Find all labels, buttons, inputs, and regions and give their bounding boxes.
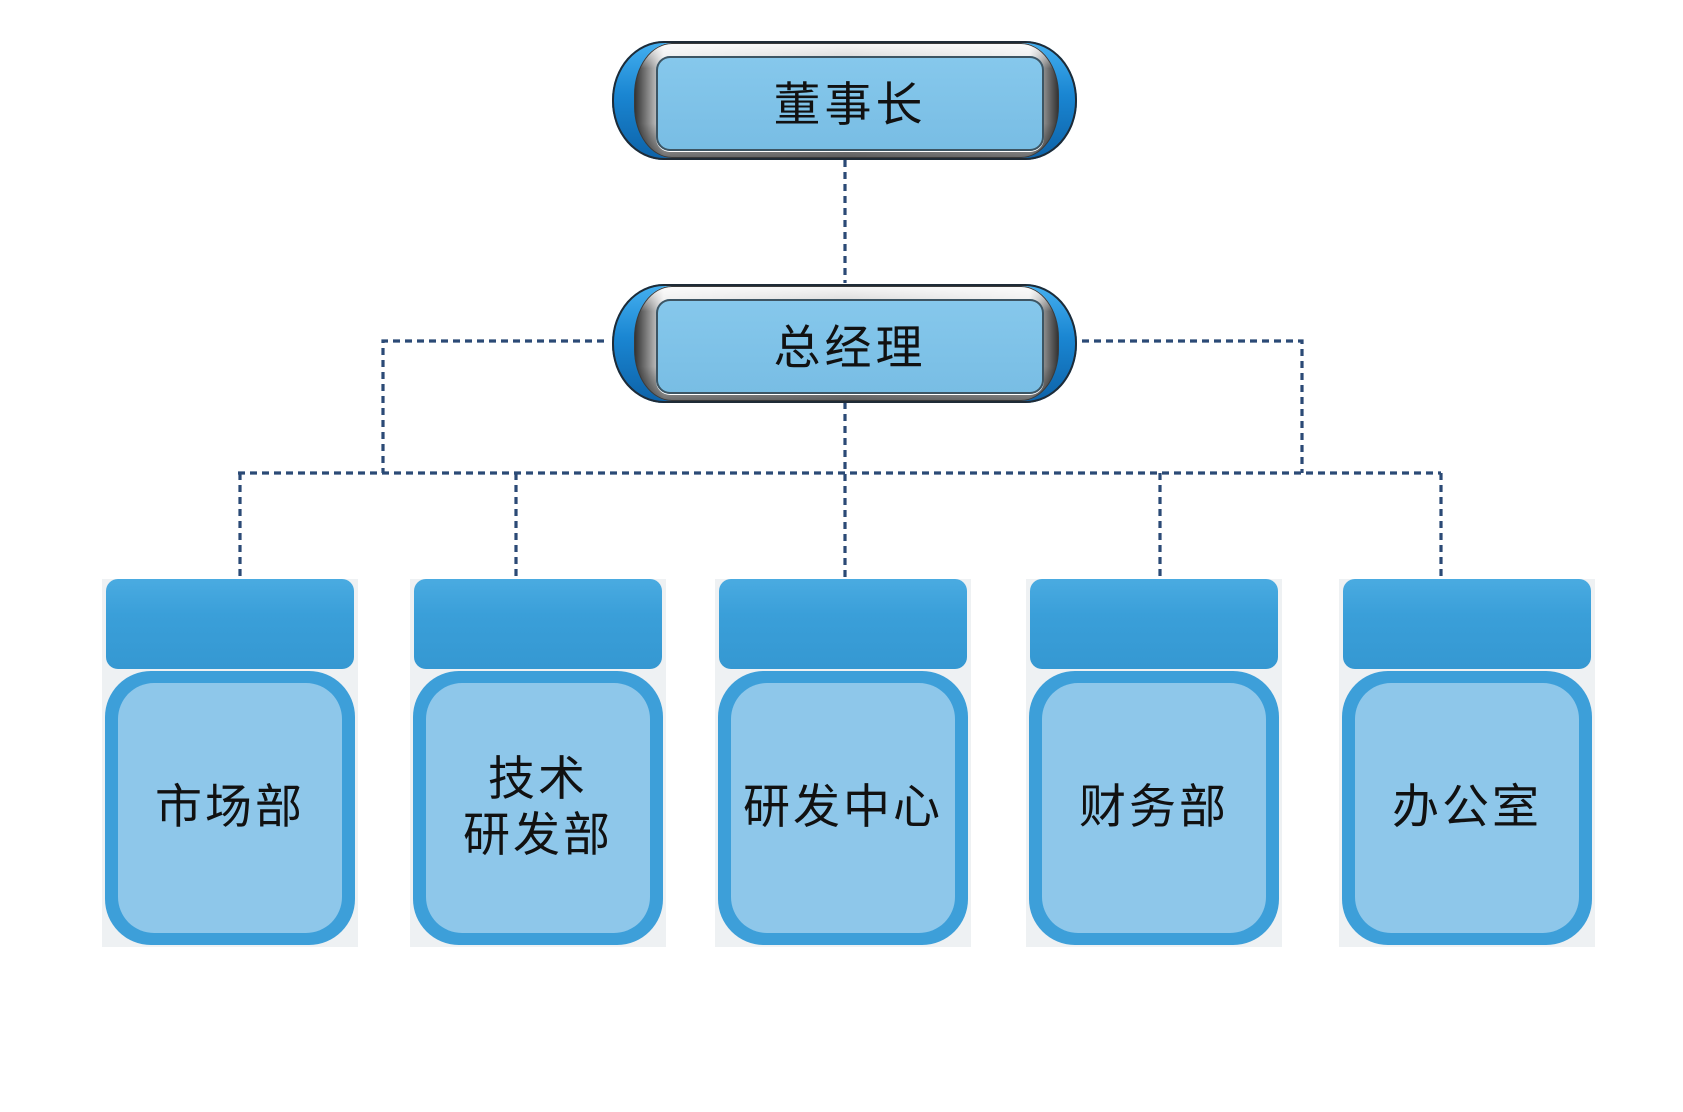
- chairman-label: 董事长: [773, 78, 927, 133]
- department-panel: 技术 研发部: [426, 683, 650, 933]
- department-header: [106, 579, 354, 669]
- department-body: 办公室: [1342, 671, 1592, 945]
- department-label: 市场部: [155, 780, 305, 835]
- department-node-tech-rd: 技术 研发部: [410, 579, 666, 947]
- department-body: 市场部: [105, 671, 355, 945]
- department-label: 研发中心: [743, 780, 943, 835]
- department-node-office: 办公室: [1339, 579, 1595, 947]
- chairman-node-inner: 董事长: [656, 56, 1044, 151]
- department-label: 财务部: [1079, 780, 1229, 835]
- department-label-line-2: 研发部: [463, 808, 613, 863]
- department-panel: 市场部: [118, 683, 342, 933]
- connector-gm-right-branch: [1082, 339, 1304, 473]
- department-body: 财务部: [1029, 671, 1279, 945]
- department-header: [414, 579, 662, 669]
- department-label-line-1: 技术: [488, 752, 588, 807]
- general-manager-node: 总经理: [612, 284, 1077, 403]
- department-panel: 研发中心: [731, 683, 955, 933]
- department-header: [1030, 579, 1278, 669]
- department-node-rd-center: 研发中心: [715, 579, 971, 947]
- department-node-finance: 财务部: [1026, 579, 1282, 947]
- department-header: [719, 579, 967, 669]
- general-manager-label: 总经理: [773, 321, 927, 376]
- general-manager-node-inner: 总经理: [656, 299, 1044, 394]
- chairman-node: 董事长: [612, 41, 1077, 160]
- department-label: 办公室: [1392, 780, 1542, 835]
- connector-gm-left-branch: [381, 339, 604, 473]
- department-header: [1343, 579, 1591, 669]
- department-body: 技术 研发部: [413, 671, 663, 945]
- department-panel: 办公室: [1355, 683, 1579, 933]
- department-node-marketing: 市场部: [102, 579, 358, 947]
- department-panel: 财务部: [1042, 683, 1266, 933]
- department-body: 研发中心: [718, 671, 968, 945]
